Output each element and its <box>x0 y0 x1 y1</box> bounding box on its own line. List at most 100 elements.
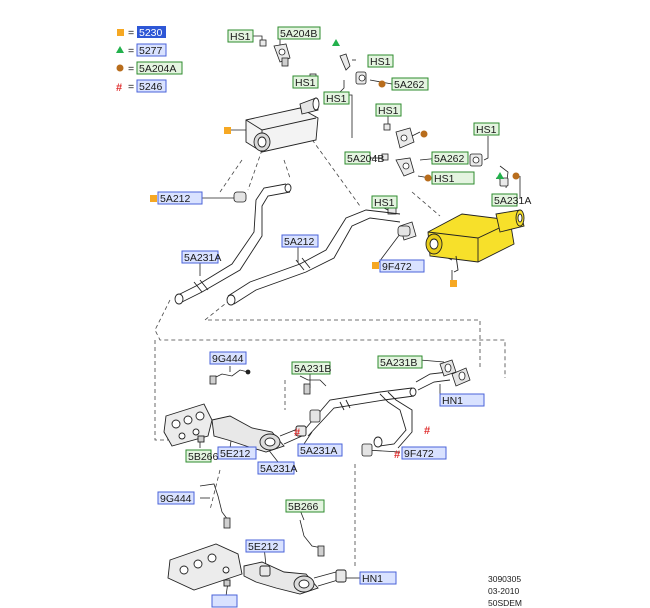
callout-5a262[interactable]: 5A262 <box>431 151 469 165</box>
svg-text:5246: 5246 <box>139 81 163 93</box>
svg-text:5A231B: 5A231B <box>380 357 417 369</box>
catalytic-converter-upper <box>211 415 307 453</box>
svg-text:5A231A: 5A231A <box>300 445 337 457</box>
exhaust-manifold-lower <box>167 543 243 591</box>
circle-marker-icon <box>420 130 428 138</box>
callout-9f472[interactable]: 9G444 <box>157 491 195 505</box>
svg-text:HS1: HS1 <box>295 77 316 89</box>
svg-text:5A231A: 5A231A <box>260 463 297 475</box>
svg-text:HS1: HS1 <box>434 173 455 185</box>
callout-5a231a[interactable]: 5A231A <box>297 443 343 457</box>
callout-hs1[interactable]: HS1 <box>371 195 398 209</box>
svg-text:5E212: 5E212 <box>248 541 279 553</box>
drawing-reference: 3090305 03-2010 50SDEM <box>488 574 522 608</box>
svg-text:5A231A: 5A231A <box>494 195 531 207</box>
callout-hn1[interactable]: 5B266 <box>185 449 219 463</box>
oxygen-sensor-9f472-upper <box>209 369 251 385</box>
leader-lines <box>158 35 521 597</box>
callout-hs1[interactable]: HS1 <box>367 54 394 68</box>
callout-9g444[interactable]: 5A231B <box>291 361 331 375</box>
exhaust-manifold-upper <box>163 403 213 447</box>
callout-5b266[interactable]: 5E212 <box>245 539 285 553</box>
pipe-clamps-upper <box>233 191 411 237</box>
hash-marker-icon: # <box>394 449 400 461</box>
legend-equals: = <box>128 27 134 39</box>
callout-5a231b[interactable]: 5A231B <box>377 355 423 369</box>
legend-code-5230[interactable]: 5230 <box>137 26 166 39</box>
legend-equals: = <box>128 63 134 75</box>
square-marker-icon <box>150 195 157 202</box>
square-marker-icon <box>224 127 231 134</box>
svg-text:9G444: 9G444 <box>160 493 192 505</box>
svg-text:5A212: 5A212 <box>160 193 191 205</box>
svg-text:5A262: 5A262 <box>434 153 465 165</box>
catalytic-converter-lower <box>243 561 347 595</box>
legend-equals: = <box>128 81 134 93</box>
svg-text:HS1: HS1 <box>378 105 399 117</box>
triangle-marker-icon <box>116 46 124 53</box>
svg-text:5A262: 5A262 <box>394 79 425 91</box>
svg-text:HS1: HS1 <box>326 93 347 105</box>
triangle-marker-icon <box>496 172 504 179</box>
callout-9g444[interactable]: 5B266 <box>285 499 325 513</box>
circle-marker-icon <box>424 174 432 182</box>
legend-code-5246[interactable]: 5246 <box>136 79 167 93</box>
oxygen-sensor-9g444-upper <box>299 375 327 395</box>
callout-5a231a[interactable]: 9F472 <box>379 259 425 273</box>
callout-hs1[interactable]: HS1 <box>375 103 402 117</box>
callout-hn1[interactable] <box>211 594 238 608</box>
callout-5a212[interactable]: 5A231A <box>181 250 221 264</box>
svg-text:HS1: HS1 <box>370 56 391 68</box>
svg-text:5E212: 5E212 <box>220 448 251 460</box>
callout-hs1[interactable]: 5A231A <box>491 193 531 207</box>
svg-text:9F472: 9F472 <box>404 448 434 460</box>
svg-text:9F472: 9F472 <box>382 261 412 273</box>
svg-text:HS1: HS1 <box>476 124 497 136</box>
legend-code-5a204a[interactable]: 5A204A <box>136 61 183 75</box>
callout-9f472[interactable]: 9G444 <box>209 351 247 365</box>
legend-equals: = <box>128 45 134 57</box>
legend-code-5277[interactable]: 5277 <box>136 43 167 57</box>
callout-hs1[interactable]: HS1 <box>227 29 254 43</box>
callout-5a204b[interactable]: HS1 <box>431 171 475 185</box>
triangle-marker-icon <box>332 39 340 46</box>
svg-text:5230: 5230 <box>139 27 163 39</box>
dashed-lines <box>154 133 506 568</box>
square-marker-icon <box>117 29 124 36</box>
drawing-number: 3090305 <box>488 574 521 584</box>
callout-hs1[interactable]: HS1 <box>323 91 350 105</box>
callout-hs1[interactable]: HS1 <box>292 75 319 89</box>
callout-5a204b[interactable]: 5A204B <box>277 26 321 40</box>
callout-hs1[interactable]: HS1 <box>473 122 500 136</box>
callout-5a262[interactable]: 5A262 <box>391 77 429 91</box>
callout-5a231b[interactable]: HN1 <box>439 393 485 407</box>
right-muffler-highlighted[interactable] <box>425 209 525 273</box>
svg-text:5B266: 5B266 <box>188 451 219 463</box>
square-marker-icon <box>450 280 457 287</box>
pipe-clamps-middle <box>309 359 471 457</box>
svg-text:5A204A: 5A204A <box>139 63 176 75</box>
upper-pipes <box>174 183 401 306</box>
svg-text:HS1: HS1 <box>374 197 395 209</box>
oxygen-sensor-9g444-lower <box>299 519 325 557</box>
svg-text:9G444: 9G444 <box>212 353 244 365</box>
callout-5a231a[interactable]: 9F472 <box>401 446 447 460</box>
callout-5a212[interactable]: 5A212 <box>281 234 319 248</box>
svg-text:5A204B: 5A204B <box>280 28 317 40</box>
callout-5e212[interactable]: HN1 <box>359 571 397 585</box>
callout-5a231a[interactable]: 5A212 <box>157 191 203 205</box>
circle-marker-icon <box>512 172 520 180</box>
callout-5b266[interactable]: 5E212 <box>217 446 257 460</box>
circle-marker-icon <box>378 80 386 88</box>
svg-text:HN1: HN1 <box>362 573 383 585</box>
svg-text:5A231A: 5A231A <box>184 252 221 264</box>
callout-hs1[interactable]: 5A204B <box>344 151 384 165</box>
svg-text:HN1: HN1 <box>442 395 463 407</box>
square-marker-icon <box>372 262 379 269</box>
legend: = 5230 = 5277 = 5A204A # = 5246 <box>116 26 183 94</box>
hash-marker-icon: # <box>116 82 122 94</box>
drawing-date: 03-2010 <box>488 586 519 596</box>
callout-5e212[interactable]: 5A231A <box>257 461 297 475</box>
left-muffler <box>245 97 320 153</box>
svg-text:5B266: 5B266 <box>288 501 319 513</box>
